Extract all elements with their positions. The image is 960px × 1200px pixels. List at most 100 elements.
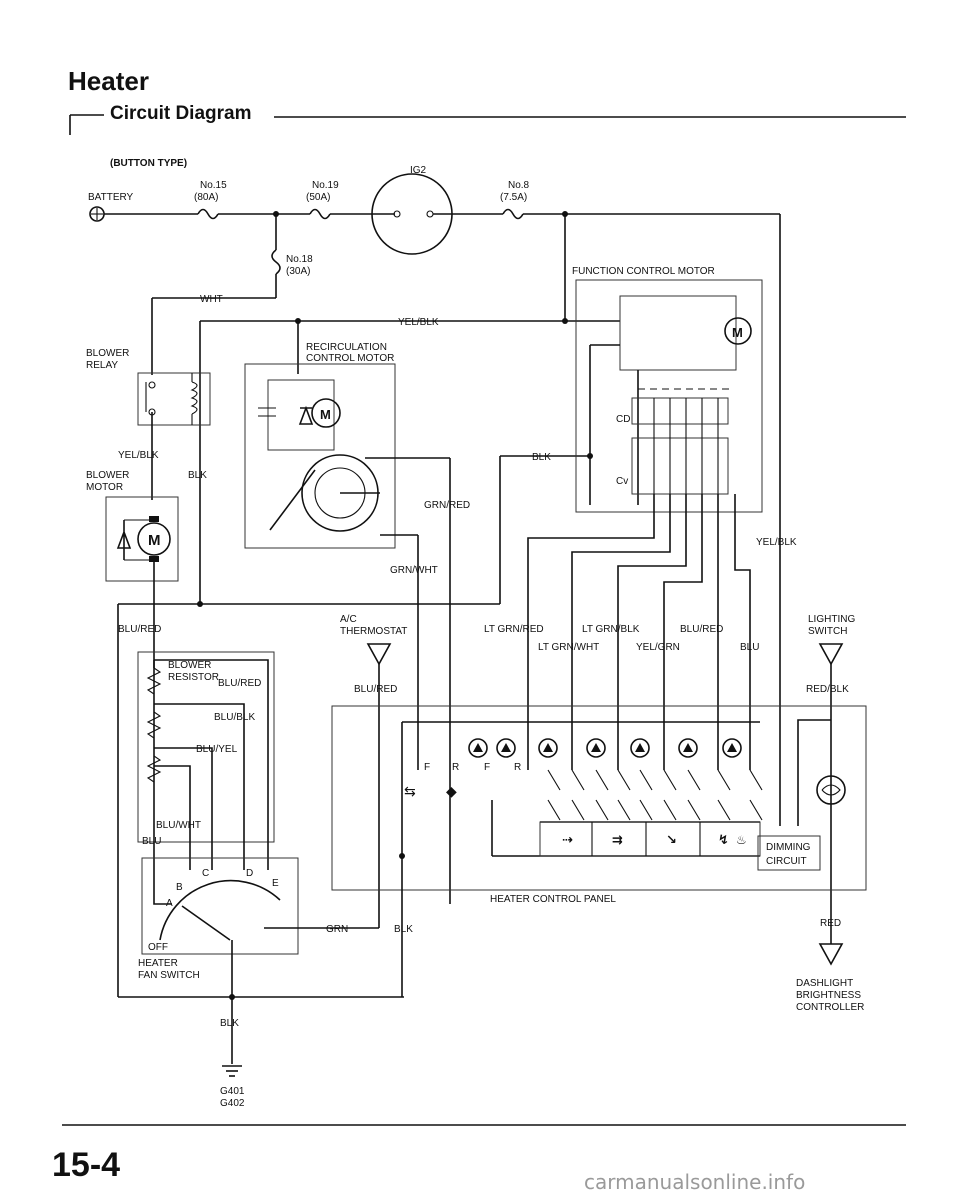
blower-resistor-label-1: BLOWER [168, 660, 211, 671]
defrost-icon: ♨ [736, 833, 747, 847]
blower-motor-label-1: BLOWER [86, 470, 129, 481]
fan-switch-label-1: HEATER [138, 958, 178, 969]
fan-e: E [272, 878, 279, 889]
led-5 [630, 738, 650, 758]
blower-motor-label-2: MOTOR [86, 482, 123, 493]
junction-ground-bottom [229, 994, 235, 1000]
lt-grn-wht-wire [571, 494, 671, 770]
fan-c: C [202, 868, 209, 879]
blu-label-resistor: BLU [142, 836, 161, 847]
recirc-label-1: RECIRCULATION [306, 342, 387, 353]
dash-label-3: CONTROLLER [796, 1002, 864, 1013]
blower-motor-box [105, 496, 179, 582]
cd-label: CD [616, 414, 630, 425]
blower-relay-box [137, 372, 211, 426]
yel-blk-label-top: YEL/BLK [398, 317, 439, 328]
blower-relay-label-2: RELAY [86, 360, 118, 371]
led-3 [538, 738, 558, 758]
led-6 [678, 738, 698, 758]
dash-label-2: BRIGHTNESS [796, 990, 861, 1001]
heater-control-panel [331, 705, 867, 891]
ig2-contact-right [426, 210, 434, 218]
recirc-motor-symbol [311, 398, 341, 428]
page-title: Heater [68, 66, 149, 96]
blu-red-resistor-wire [154, 659, 269, 870]
fuse15-rating: (80A) [194, 192, 218, 203]
heater-panel-label: HEATER CONTROL PANEL [490, 894, 616, 905]
function-motor-m: M [732, 325, 743, 340]
cv-label: Cv [616, 476, 628, 487]
lighting-switch-symbol [818, 643, 844, 666]
dash-label-1: DASHLIGHT [796, 978, 853, 989]
mode-switch-contacts-lower [547, 799, 763, 821]
fuse8-symbol [502, 208, 524, 220]
grn-label: GRN [326, 924, 348, 935]
led-2 [496, 738, 516, 758]
fuse18-symbol [271, 249, 281, 275]
blk-label-panel: BLK [394, 924, 413, 935]
switch-r-2: R [514, 762, 521, 773]
fan-switch-box [141, 857, 299, 955]
dimming-circuit-box [757, 835, 821, 871]
fuse15-label: No.15 [200, 180, 227, 191]
yel-grn-label: YEL/GRN [636, 642, 680, 653]
fuse15-symbol [197, 208, 219, 220]
blower-relay-label-1: BLOWER [86, 348, 129, 359]
mode-indicator-row [539, 821, 761, 857]
blk-label-motor: BLK [188, 470, 207, 481]
yel-grn-wire [663, 494, 703, 770]
fuse8-label: No.8 [508, 180, 530, 191]
fuse19-rating: (50A) [306, 192, 330, 203]
grn-wht-label: GRN/WHT [390, 565, 438, 576]
yel-blk-label-relay: YEL/BLK [118, 450, 159, 461]
watermark: carmanualsonline.info [584, 1170, 806, 1194]
ground-g402: G402 [220, 1098, 245, 1109]
recirc-cam-wire [269, 469, 316, 531]
led-4 [586, 738, 606, 758]
ac-thermostat-label-1: A/C [340, 614, 357, 625]
grn-red-label: GRN/RED [424, 500, 470, 511]
led-1 [468, 738, 488, 758]
fuse19-label: No.19 [312, 180, 339, 191]
indicator-filament [821, 784, 841, 796]
function-motor-label: FUNCTION CONTROL MOTOR [572, 266, 715, 277]
mode-bilevel-icon: ⇉ [612, 832, 623, 847]
fresh-air-icon: ⇆ [404, 783, 416, 799]
blower-resistor-label-2: RESISTOR [168, 672, 219, 683]
page-number: 15-4 [52, 1146, 121, 1184]
cd-contacts [631, 397, 729, 425]
battery-label: BATTERY [88, 192, 134, 203]
blu-blk-wire [154, 703, 245, 870]
junction-ground [197, 601, 203, 607]
ac-thermostat-symbol [366, 643, 392, 666]
recirc-diode [298, 405, 314, 425]
mode-floordef-icon: ↯ [718, 832, 729, 847]
blower-motor-diode [116, 520, 132, 560]
wht-label: WHT [200, 294, 223, 305]
blu-wht-label: BLU/WHT [156, 820, 201, 831]
function-motor-box [575, 279, 763, 513]
recirc-motor-m: M [320, 407, 331, 422]
dimming-label-1: DIMMING [766, 842, 811, 853]
fuse19-symbol [309, 208, 331, 220]
relay-contact-top [148, 381, 156, 389]
switch-f-2: F [484, 762, 490, 773]
mode-switch-contacts [547, 769, 763, 791]
fuse18-rating: (30A) [286, 266, 310, 277]
yel-blk-label-right: YEL/BLK [756, 537, 797, 548]
fan-switch-label-2: FAN SWITCH [138, 970, 200, 981]
red-label: RED [820, 918, 841, 929]
blu-right-wire [734, 494, 751, 770]
blu-label-right: BLU [740, 642, 759, 653]
ac-thermostat-label-2: THERMOSTAT [340, 626, 407, 637]
fuse18-label: No.18 [286, 254, 313, 265]
blu-yel-label: BLU/YEL [196, 744, 238, 755]
function-motor-symbol [724, 317, 752, 345]
recirc-motor-box [244, 363, 396, 549]
recirc-label-2: CONTROL MOTOR [306, 353, 394, 364]
cv-contacts [631, 437, 729, 495]
blu-yel-wire [154, 747, 213, 870]
lighting-switch-label-1: LIGHTING [808, 614, 855, 625]
